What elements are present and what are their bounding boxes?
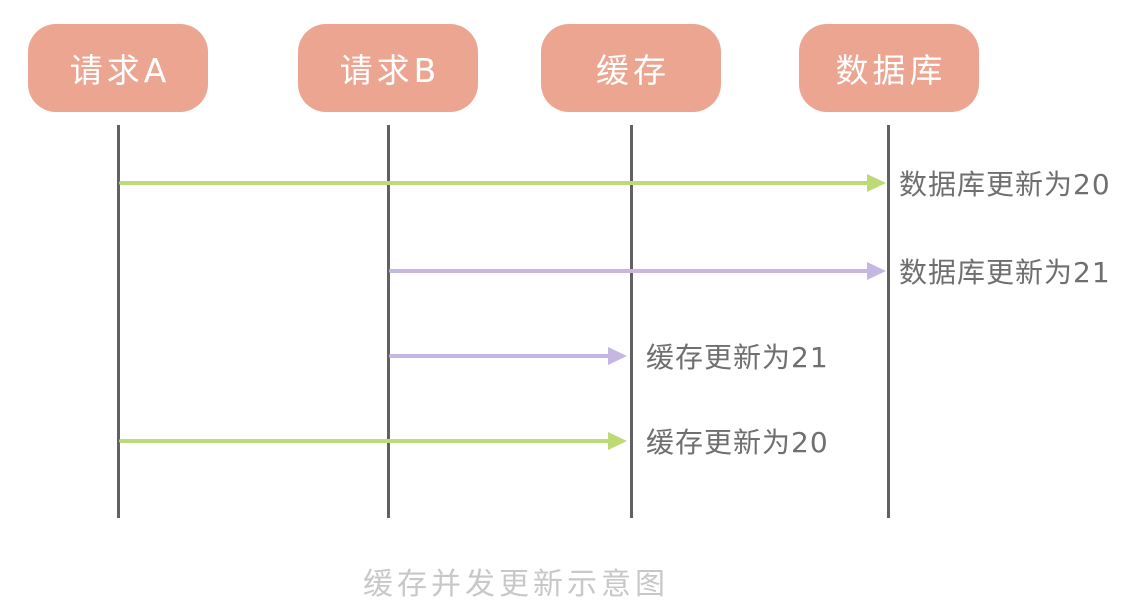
message-label-cache-update-21: 缓存更新为21 [646,341,829,374]
actor-label-request-a: 请求A [69,51,171,90]
message-label-db-update-20: 数据库更新为20 [899,168,1111,201]
lifeline-cache [630,125,633,518]
lifeline-request-b [387,125,390,518]
arrow-head-icon [867,262,886,280]
actor-box-cache: 缓存 [541,24,721,112]
lifeline-database [887,125,890,518]
arrow-line [119,181,870,185]
message-arrow-cache-update-21 [389,346,627,366]
actor-label-request-b: 请求B [339,51,441,90]
message-arrow-cache-update-20 [119,431,627,451]
message-arrow-db-update-20 [119,173,886,193]
actor-box-request-b: 请求B [298,24,478,112]
arrow-head-icon [867,174,886,192]
arrow-head-icon [608,347,627,365]
arrow-line [119,439,611,443]
diagram-caption: 缓存并发更新示意图 [363,567,669,602]
message-label-cache-update-20: 缓存更新为20 [646,426,829,459]
actor-box-database: 数据库 [799,24,979,112]
message-arrow-db-update-21 [389,261,886,281]
actor-label-database: 数据库 [835,51,947,90]
actor-label-cache: 缓存 [596,51,670,90]
arrow-head-icon [608,432,627,450]
actor-box-request-a: 请求A [28,24,208,112]
arrow-line [389,269,870,273]
lifeline-request-a [117,125,120,518]
message-label-db-update-21: 数据库更新为21 [899,256,1111,289]
arrow-line [389,354,611,358]
